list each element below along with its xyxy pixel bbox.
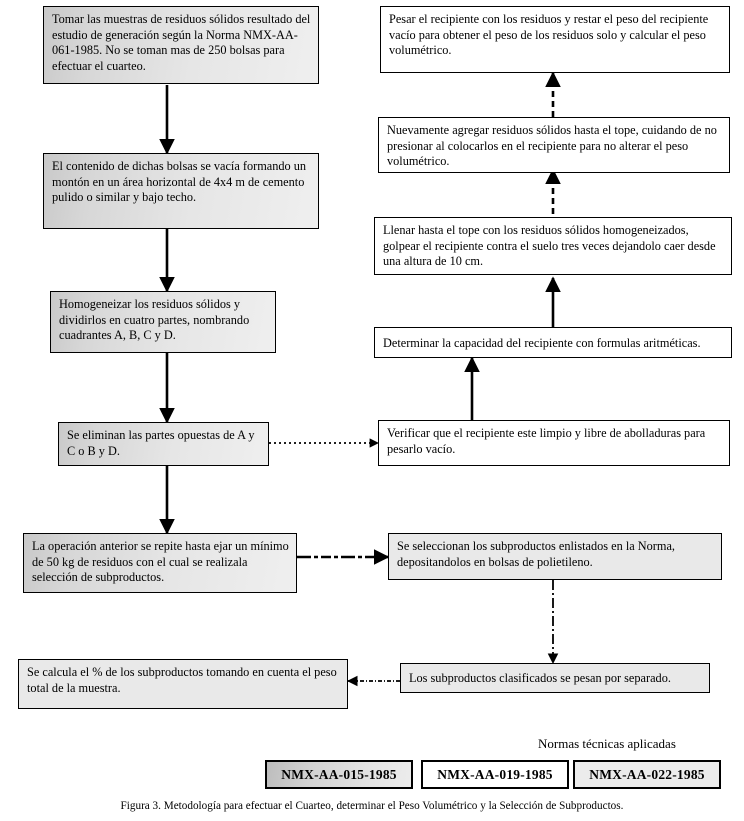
process-node-determinar-capacidad[interactable]: Determinar la capacidad del recipiente c… xyxy=(374,327,732,358)
process-node-eliminar-partes[interactable]: Se eliminan las partes opuestas de A y C… xyxy=(58,422,269,466)
normas-tecnicas-label: Normas técnicas aplicadas xyxy=(538,736,676,751)
process-node-operacion-repite[interactable]: La operación anterior se repite hasta ej… xyxy=(23,533,297,593)
process-node-agregar-residuos[interactable]: Nuevamente agregar residuos sólidos hast… xyxy=(378,117,730,173)
process-node-pesan-separado[interactable]: Los subproductos clasificados se pesan p… xyxy=(400,663,710,693)
process-node-seleccionan-subproductos[interactable]: Se seleccionan los subproductos enlistad… xyxy=(388,533,722,580)
process-node-llenar-tope[interactable]: Llenar hasta el tope con los residuos só… xyxy=(374,217,732,275)
figure-caption: Figura 3. Metodología para efectuar el C… xyxy=(120,800,624,812)
process-node-tomar-muestras[interactable]: Tomar las muestras de residuos sólidos r… xyxy=(43,6,319,84)
norma-box-022[interactable]: NMX-AA-022-1985 xyxy=(573,760,721,789)
process-node-contenido-bolsas[interactable]: El contenido de dichas bolsas se vacía f… xyxy=(43,153,319,229)
norma-box-015[interactable]: NMX-AA-015-1985 xyxy=(265,760,413,789)
norma-box-019[interactable]: NMX-AA-019-1985 xyxy=(421,760,569,789)
process-node-verificar-recipiente[interactable]: Verificar que el recipiente este limpio … xyxy=(378,420,730,466)
process-node-homogeneizar[interactable]: Homogeneizar los residuos sólidos y divi… xyxy=(50,291,276,353)
process-node-pesar-recipiente[interactable]: Pesar el recipiente con los residuos y r… xyxy=(380,6,730,73)
process-node-calcula-porcentaje[interactable]: Se calcula el % de los subproductos toma… xyxy=(18,659,348,709)
